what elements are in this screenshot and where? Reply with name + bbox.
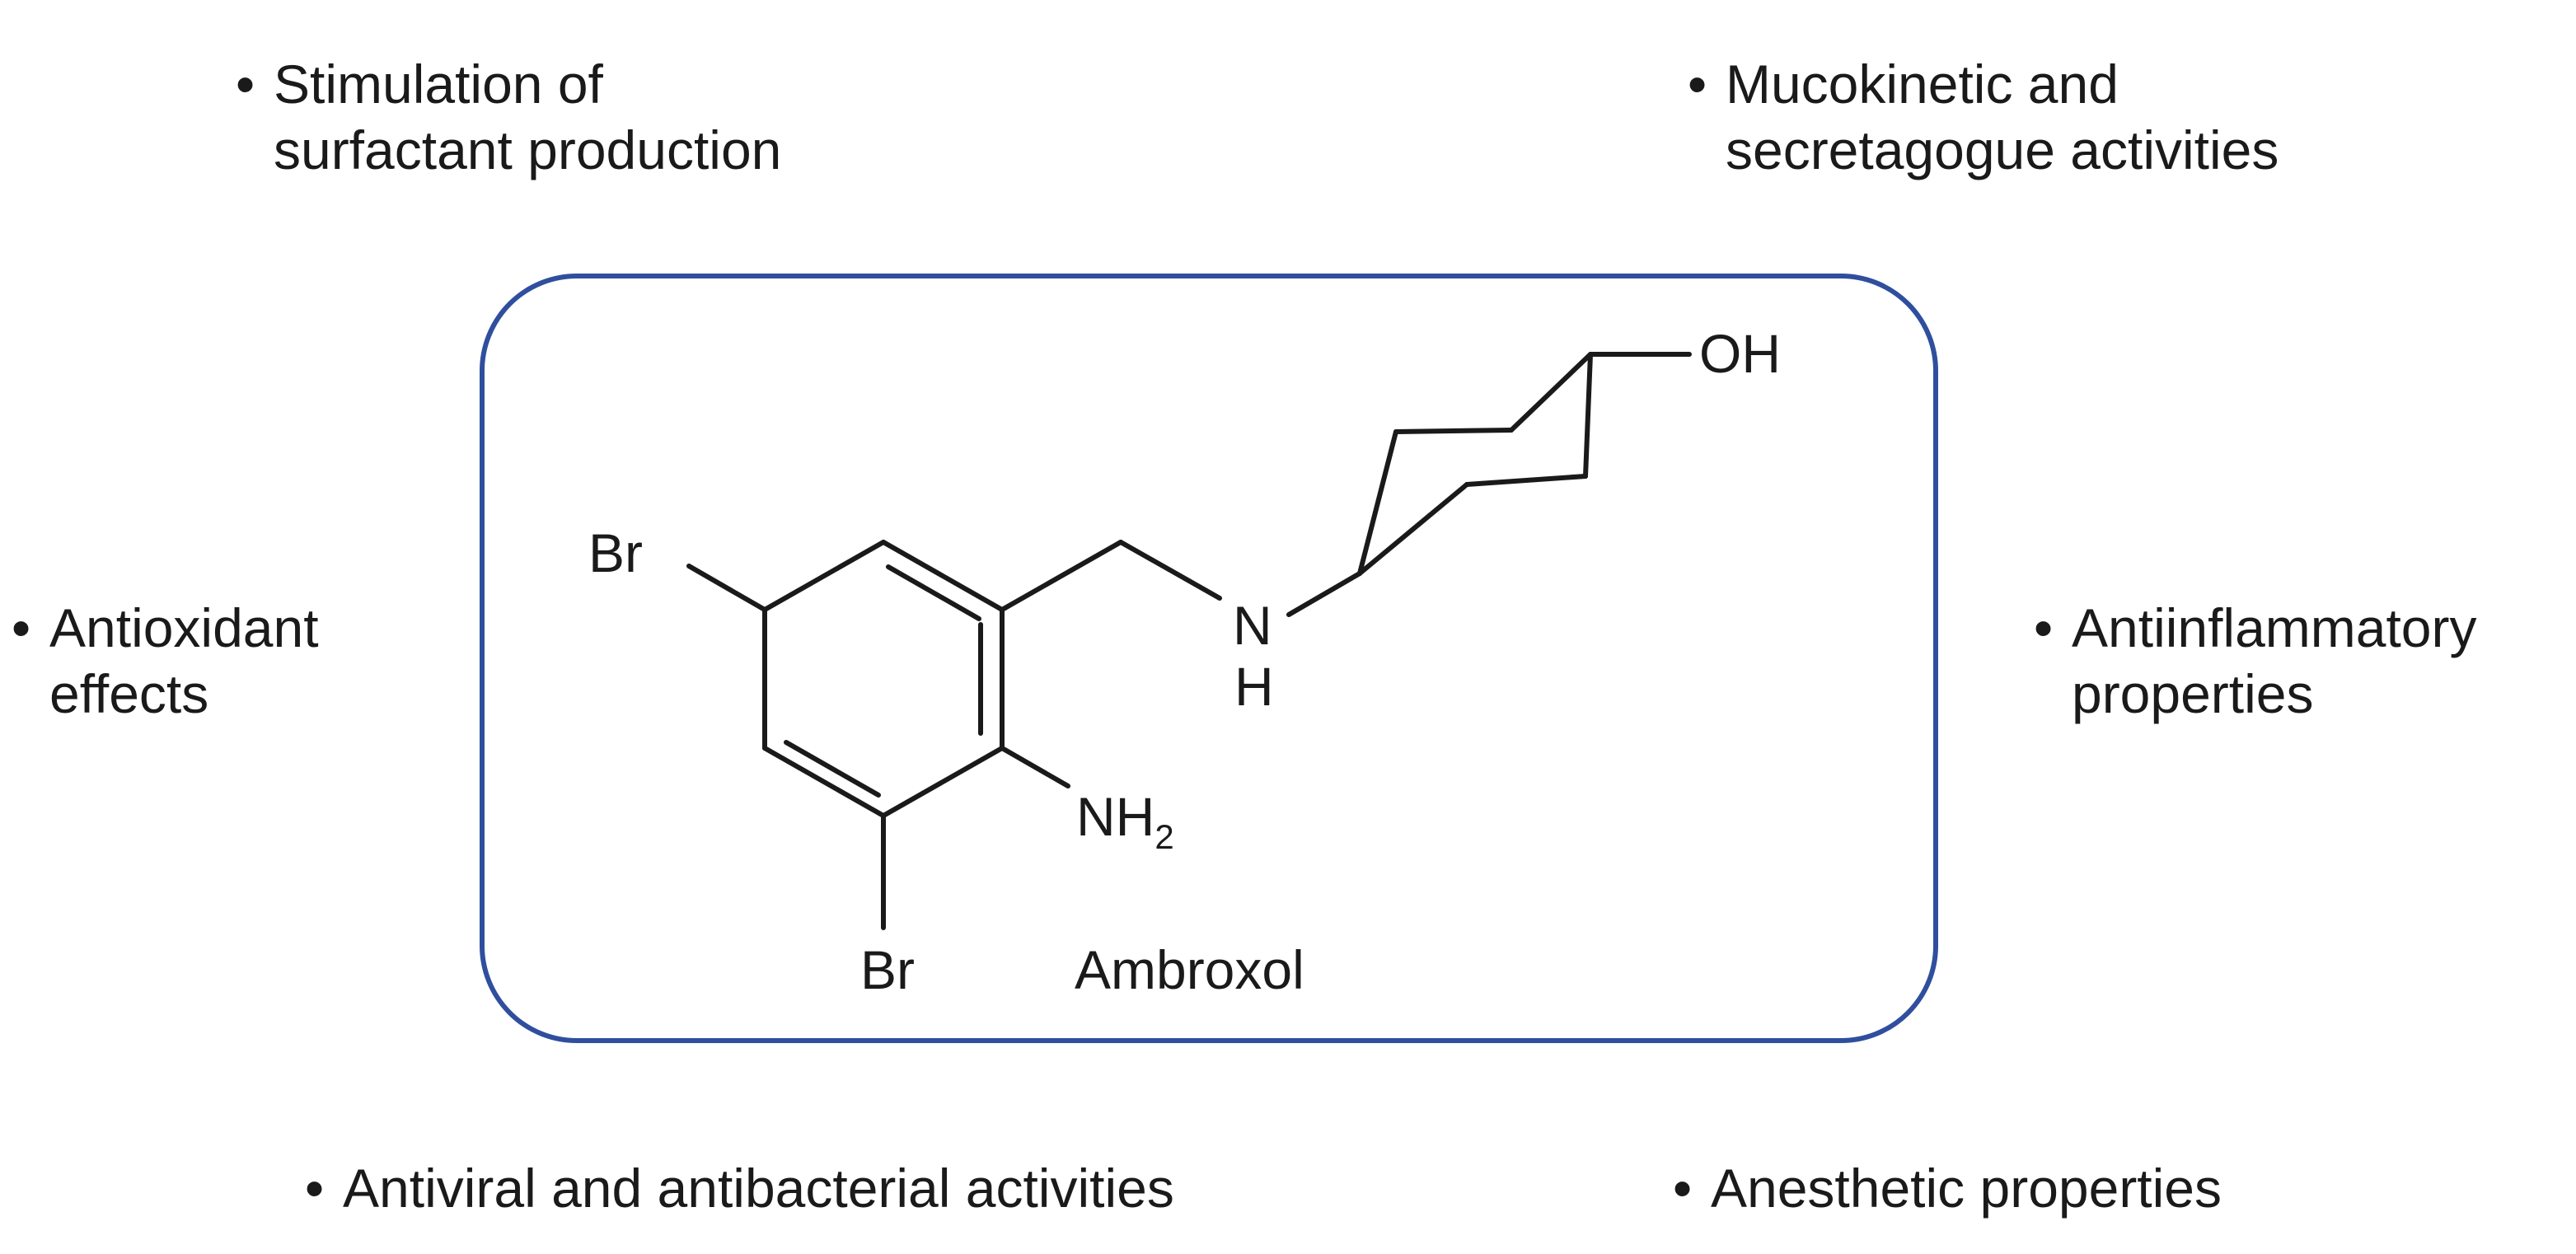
bond-n-cyclohexyl: [1286, 571, 1362, 617]
atom-labels: Br Br N H NH2 OH Ambroxol: [588, 323, 1781, 1000]
cyclohexane-ring: [1357, 352, 1692, 576]
activity-surfactant-production: • Stimulation of surfactant production: [236, 51, 781, 183]
bullet-icon: •: [305, 1158, 325, 1219]
structure-panel: [480, 274, 1938, 1043]
bond-nh2: [1000, 746, 1070, 788]
activity-antiinflammatory: • Antiinflammatory properties: [2034, 595, 2477, 727]
atom-oh: OH: [1699, 323, 1781, 384]
activity-antiinflammatory-line2: properties: [2072, 663, 2314, 724]
activity-antioxidant-line2: effects: [49, 663, 209, 724]
activity-antioxidant-line1: Antioxidant: [49, 597, 319, 658]
activity-antiviral-antibacterial: • Antiviral and antibacterial activities: [305, 1155, 1174, 1221]
cyclo-bond-4: [1583, 352, 1593, 479]
ring-bond-1: [881, 540, 1005, 612]
ring-bond-3: [881, 746, 1005, 818]
activity-antiinflammatory-line1: Antiinflammatory: [2072, 597, 2477, 658]
cyclo-bond-3: [1509, 352, 1593, 433]
activity-mucokinetic-line1: Mucokinetic and: [1726, 54, 2119, 115]
bullet-icon: •: [1688, 54, 1707, 115]
ring-bond-4: [762, 746, 886, 818]
cyclo-bond-6: [1357, 482, 1469, 576]
bullet-icon: •: [1673, 1158, 1693, 1219]
atom-nh2: NH2: [1076, 786, 1174, 856]
ring-double-bond-3: [784, 740, 881, 798]
activity-mucokinetic: • Mucokinetic and secretagogue activities: [1688, 51, 2279, 183]
atom-n: N: [1233, 595, 1272, 656]
activity-anesthetic: • Anesthetic properties: [1673, 1155, 2222, 1221]
cyclo-bond-2: [1393, 428, 1514, 434]
activity-mucokinetic-line2: secretagogue activities: [1726, 119, 2279, 180]
ring-double-bond-1: [886, 564, 981, 621]
bond-ch2: [1000, 540, 1123, 612]
activity-surfactant-line1: Stimulation of: [274, 54, 603, 115]
ring-bond-6: [762, 540, 886, 612]
bond-ch2-n: [1118, 540, 1222, 601]
substituent-bonds: [686, 540, 1362, 930]
bullet-icon: •: [2034, 597, 2054, 658]
bullet-icon: •: [236, 54, 255, 115]
activity-antioxidant: • Antioxidant effects: [12, 595, 319, 727]
atom-n-h: H: [1234, 656, 1274, 717]
atom-br-bottom: Br: [860, 939, 915, 1000]
cyclo-bond-5: [1464, 474, 1588, 487]
activity-antiviral-line1: Antiviral and antibacterial activities: [343, 1158, 1174, 1219]
compound-name: Ambroxol: [1075, 939, 1304, 1000]
cyclo-bond-1: [1357, 429, 1398, 576]
bullet-icon: •: [12, 597, 31, 658]
activity-surfactant-line2: surfactant production: [274, 119, 782, 180]
bond-br-top: [686, 564, 767, 612]
benzene-ring: [762, 540, 1005, 818]
atom-br-top: Br: [588, 522, 643, 583]
activity-anesthetic-line1: Anesthetic properties: [1711, 1158, 2222, 1219]
